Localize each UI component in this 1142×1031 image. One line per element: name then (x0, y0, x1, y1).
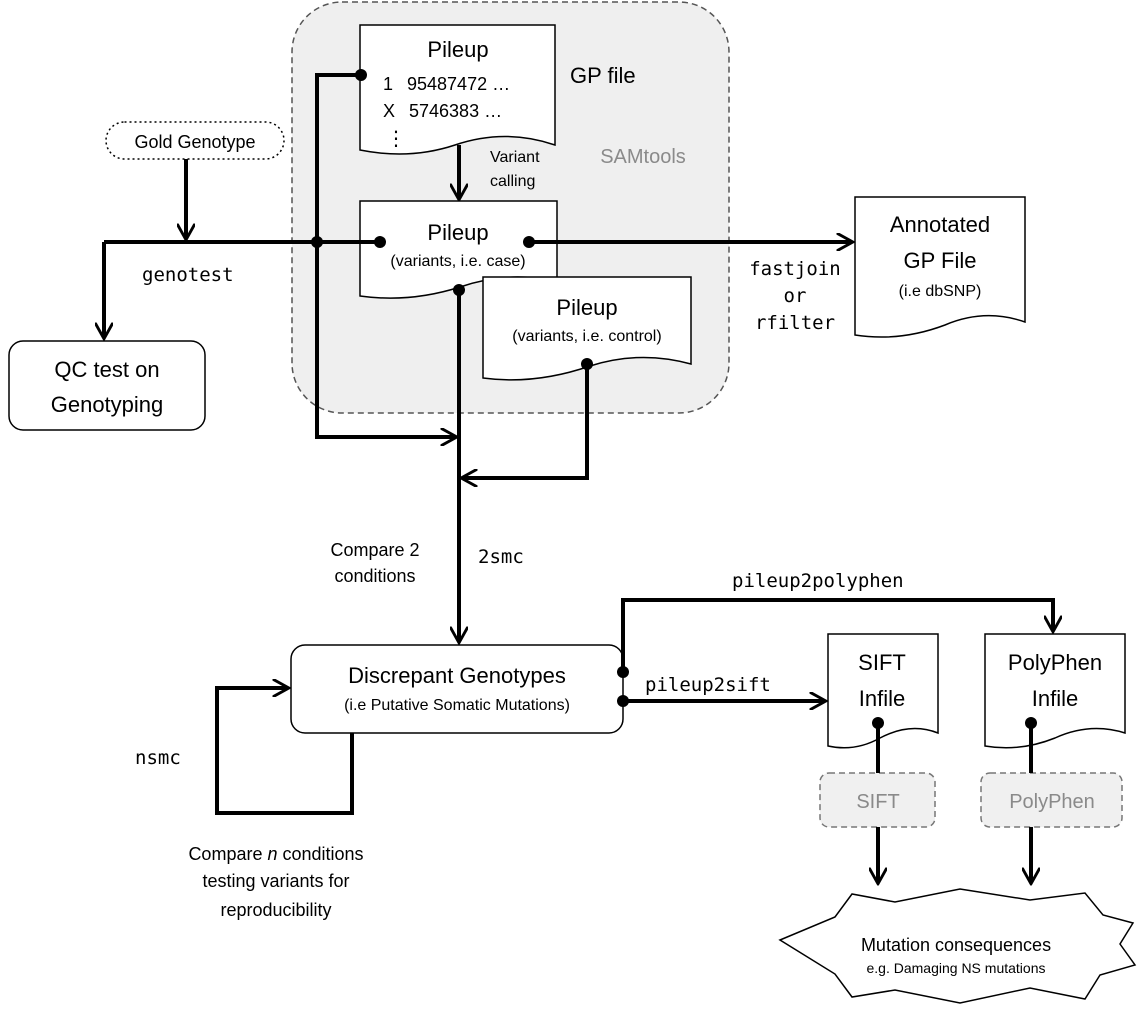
case-bottom-connector-dot (453, 284, 465, 296)
genotest-label: genotest (142, 264, 234, 286)
polyphen-infile-dot (1025, 717, 1037, 729)
sift-infile-label-2: Infile (859, 686, 905, 711)
gp-row2-pos: 5746383 … (409, 101, 502, 121)
gp-ellipsis: ⋮ (386, 128, 406, 150)
polyphen-infile-document[interactable]: PolyPhen Infile (984, 633, 1126, 749)
discrepant-subtitle: (i.e Putative Somatic Mutations) (344, 697, 570, 714)
case-right-connector-dot (523, 236, 535, 248)
discrepant-title: Discrepant Genotypes (348, 663, 566, 688)
qc-test-label-1: QC test on (54, 357, 159, 382)
nsmc-loop-arrow (215, 688, 354, 815)
discrepant-to-polyphen-arrow (621, 598, 1053, 672)
consequences-label-2: e.g. Damaging NS mutations (867, 960, 1046, 976)
annotated-label-2: GP File (904, 248, 977, 273)
pileup-case-document[interactable]: Pileup (variants, i.e. case) (359, 200, 558, 299)
pileup-case-title: Pileup (427, 220, 488, 245)
fastjoin-label: fastjoin (749, 258, 841, 280)
genotest-junction-dot (311, 236, 323, 248)
gp-row1-pos: 95487472 … (407, 74, 510, 94)
gp-row2-chr: X (383, 101, 395, 121)
nsmc-label: nsmc (135, 747, 181, 769)
discrepant-genotypes-node[interactable]: Discrepant Genotypes (i.e Putative Somat… (290, 644, 624, 734)
compare-n-label-2: testing variants for (202, 871, 349, 891)
gp-row1-chr: 1 (383, 74, 393, 94)
polyphen-tool-label: PolyPhen (1009, 791, 1095, 813)
polyphen-tool[interactable]: PolyPhen (980, 772, 1123, 828)
case-left-connector-dot (374, 236, 386, 248)
samtools-label: SAMtools (600, 146, 686, 168)
compare-n-label-1: Compare n conditions (188, 844, 363, 864)
pileup-control-subtitle: (variants, i.e. control) (512, 328, 661, 345)
sift-tool-label: SIFT (856, 791, 899, 813)
qc-test-node[interactable]: QC test on Genotyping (8, 340, 206, 431)
variant-calling-label-1: Variant (490, 149, 540, 166)
discrepant-sift-dot (617, 695, 629, 707)
sift-tool[interactable]: SIFT (819, 772, 936, 828)
consequences-label-1: Mutation consequences (861, 935, 1051, 955)
variant-calling-label-2: calling (490, 173, 535, 190)
qc-test-label-2: Genotyping (51, 392, 164, 417)
gp-to-compare-connector (315, 73, 455, 437)
polyphen-infile-label-1: PolyPhen (1008, 650, 1102, 675)
annotated-label-1: Annotated (890, 212, 990, 237)
compare-n-label-3: reproducibility (220, 900, 331, 920)
annotated-gp-file-document[interactable]: Annotated GP File (i.e dbSNP) (854, 196, 1026, 338)
pileup2sift-label: pileup2sift (645, 674, 771, 696)
rfilter-label: rfilter (755, 312, 835, 334)
gp-file-document[interactable]: Pileup 1 95487472 … X 5746383 … ⋮ (359, 24, 556, 155)
sift-infile-document[interactable]: SIFT Infile (827, 633, 939, 749)
compare2-label-1: Compare 2 (330, 540, 419, 560)
polyphen-infile-label-2: Infile (1032, 686, 1078, 711)
pileup-control-title: Pileup (556, 295, 617, 320)
mutation-consequences-node[interactable]: Mutation consequences e.g. Damaging NS m… (778, 888, 1137, 1004)
compare2-label-2: conditions (334, 566, 415, 586)
gp-file-label: GP file (570, 63, 636, 88)
sift-infile-label-1: SIFT (858, 650, 906, 675)
pileup2polyphen-label: pileup2polyphen (732, 570, 904, 592)
gold-genotype-node[interactable]: Gold Genotype (105, 121, 285, 160)
control-connector-dot (581, 358, 593, 370)
sift-infile-dot (872, 717, 884, 729)
discrepant-polyphen-dot (617, 666, 629, 678)
gp-file-connector-dot (355, 69, 367, 81)
pileup-case-subtitle: (variants, i.e. case) (390, 253, 525, 270)
gold-genotype-label: Gold Genotype (134, 132, 255, 152)
2smc-label: 2smc (478, 546, 524, 568)
or-label: or (784, 285, 807, 307)
annotated-label-3: (i.e dbSNP) (899, 283, 982, 300)
gp-file-title: Pileup (427, 37, 488, 62)
control-to-compare-arrow (463, 364, 589, 478)
